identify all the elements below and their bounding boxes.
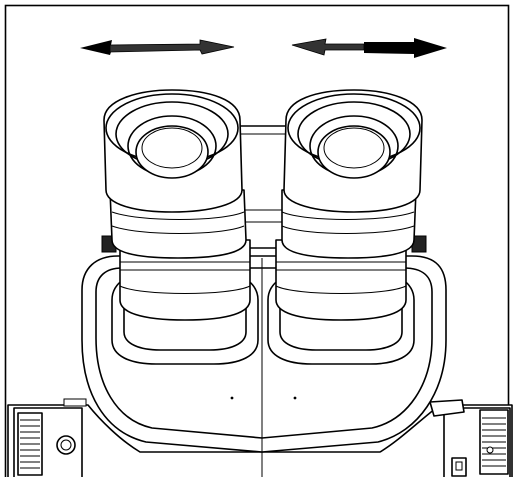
left-eyepiece-interpupillary-arrow	[80, 39, 235, 55]
microscope-base	[7, 398, 513, 477]
left-focus-knob	[13, 398, 87, 477]
right-focus-knob	[429, 399, 511, 477]
left-eyepiece	[103, 89, 259, 365]
right-eyepiece	[267, 89, 423, 365]
right-eyepiece-interpupillary-arrow	[291, 38, 447, 58]
